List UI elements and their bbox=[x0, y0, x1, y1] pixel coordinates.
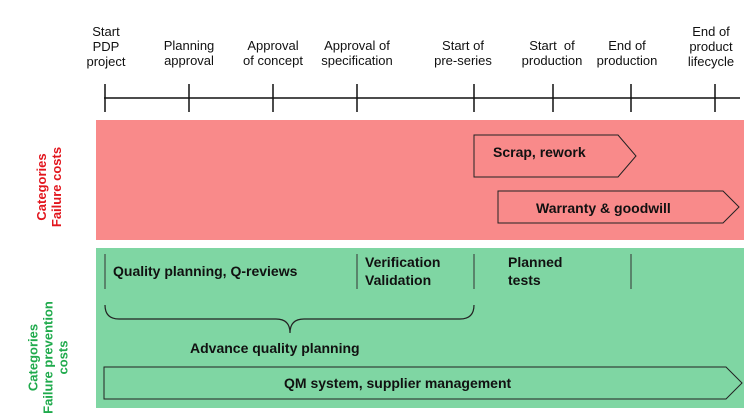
milestone-label: Planning bbox=[163, 38, 215, 53]
failure-costs-category-label: Categories Failure costs bbox=[34, 127, 64, 247]
advance-planning-bracket bbox=[104, 304, 475, 334]
milestone-planning-approval: Planning approval bbox=[141, 38, 237, 68]
quality-planning-label: Quality planning, Q-reviews bbox=[113, 263, 298, 279]
milestone-approval-concept: Approval of concept bbox=[225, 38, 321, 68]
milestone-label: Start of bbox=[442, 38, 484, 53]
category-label-line: Categories bbox=[25, 323, 41, 392]
milestone-label: production bbox=[596, 53, 658, 68]
planned-tests-label: Planned tests bbox=[508, 253, 562, 289]
planned-tests-label-line: Planned bbox=[508, 254, 563, 270]
category-label-line: costs bbox=[55, 340, 71, 375]
milestone-label: PDP bbox=[92, 39, 120, 54]
failure-prevention-costs-band bbox=[96, 248, 744, 408]
milestone-label: of concept bbox=[243, 53, 303, 68]
milestone-label: End of bbox=[692, 24, 730, 39]
timeline-ticks bbox=[104, 84, 716, 112]
advance-quality-planning-label: Advance quality planning bbox=[190, 340, 360, 356]
milestone-label: project bbox=[86, 54, 126, 69]
milestone-label: specification bbox=[321, 53, 393, 68]
milestone-label: Start of bbox=[529, 38, 575, 53]
milestone-label: lifecycle bbox=[687, 54, 735, 69]
milestone-label: pre-series bbox=[434, 53, 492, 68]
milestone-start-production: Start of production bbox=[504, 38, 600, 68]
verification-label-line: Verification bbox=[365, 254, 441, 270]
milestone-approval-specification: Approval of specification bbox=[309, 38, 405, 68]
qm-system-arrow bbox=[103, 366, 743, 400]
milestone-label: Approval bbox=[247, 38, 299, 53]
warranty-goodwill-label: Warranty & goodwill bbox=[536, 200, 671, 216]
milestone-start-pdp: Start PDP project bbox=[58, 24, 154, 69]
scrap-rework-label: Scrap, rework bbox=[493, 144, 586, 160]
milestone-label: Start bbox=[92, 24, 120, 39]
milestone-label: production bbox=[521, 53, 583, 68]
milestone-start-preseries: Start of pre-series bbox=[415, 38, 511, 68]
warranty-goodwill-arrow bbox=[497, 190, 740, 224]
milestone-label: product bbox=[689, 39, 733, 54]
milestone-label: End of bbox=[608, 38, 646, 53]
milestone-end-production: End of production bbox=[579, 38, 675, 68]
failure-costs-band bbox=[96, 120, 744, 240]
verification-label-line: Validation bbox=[365, 272, 432, 288]
verification-validation-label: Verification Validation bbox=[365, 253, 440, 289]
category-label-line: Failure costs bbox=[49, 146, 64, 228]
category-label-line: Failure prevention bbox=[40, 301, 56, 414]
milestone-label: Approval of bbox=[324, 38, 390, 53]
prevention-costs-category-label: Categories Failure prevention costs bbox=[26, 283, 71, 416]
milestone-label: approval bbox=[164, 53, 214, 68]
planned-tests-label-line: tests bbox=[508, 272, 541, 288]
scrap-rework-arrow bbox=[473, 134, 637, 178]
qm-system-label: QM system, supplier management bbox=[284, 375, 512, 391]
milestone-end-lifecycle: End of product lifecycle bbox=[663, 24, 752, 69]
category-label-line: Categories bbox=[34, 153, 49, 221]
